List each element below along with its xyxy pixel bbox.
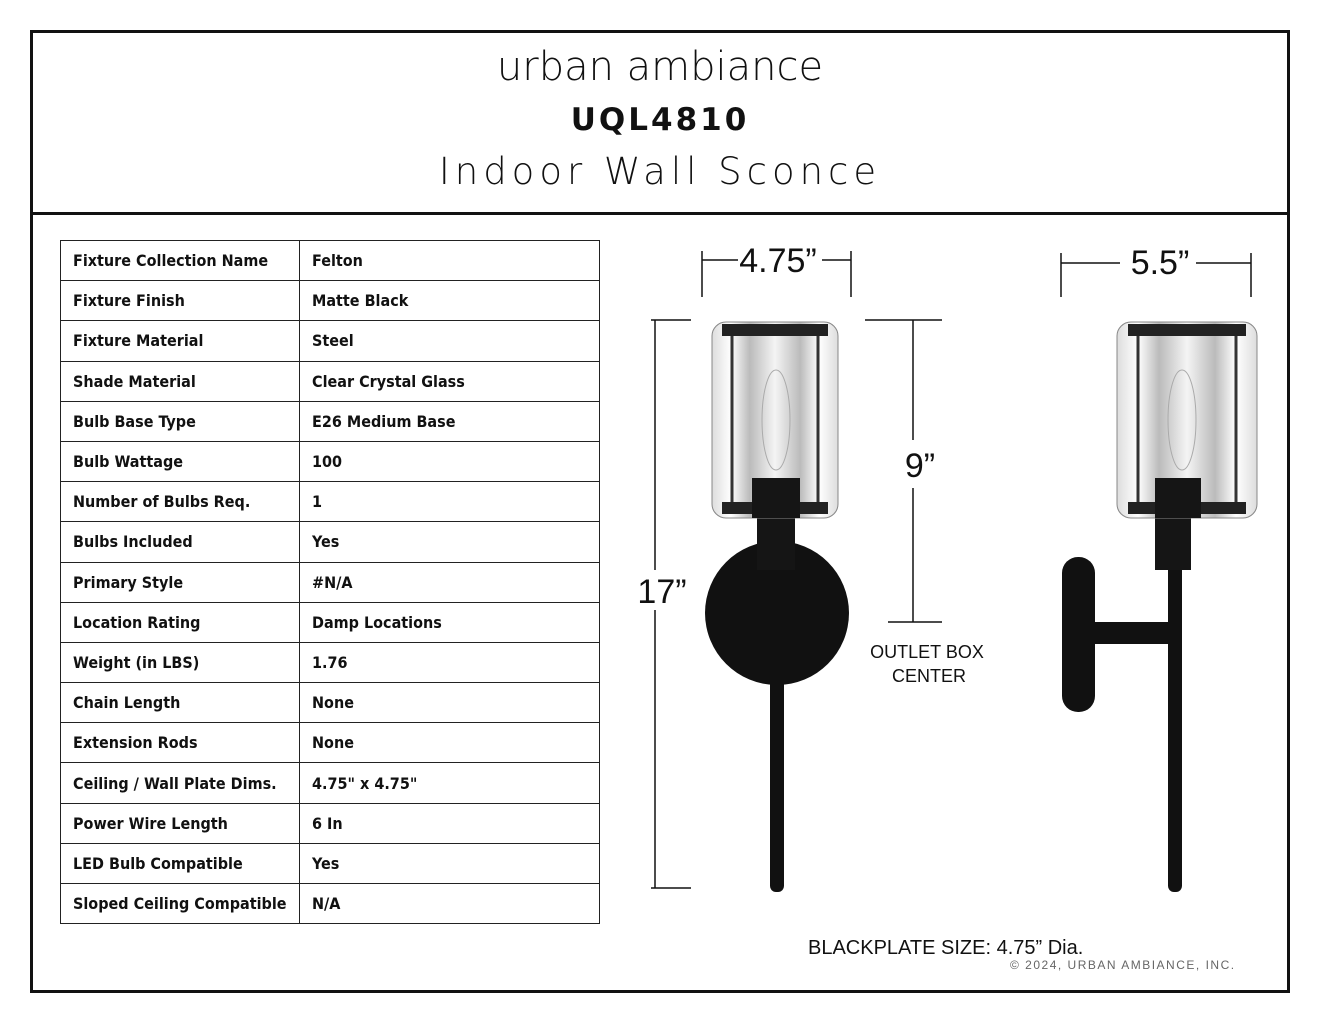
spec-value: 4.75" x 4.75": [299, 762, 600, 804]
spec-value: E26 Medium Base: [299, 400, 600, 442]
copyright: © 2024, URBAN AMBIANCE, INC.: [1010, 958, 1236, 972]
spec-label: Bulb Wattage: [60, 440, 300, 483]
product-type: Indoor Wall Sconce: [438, 150, 882, 193]
outlet-label: OUTLET BOX: [870, 642, 984, 662]
spec-label: Bulbs Included: [60, 521, 300, 563]
outlet-label-2: CENTER: [892, 666, 966, 686]
spec-value: N/A: [299, 882, 600, 925]
page-border: [30, 30, 1290, 993]
spec-label: Fixture Finish: [60, 280, 300, 322]
spec-row: Ceiling / Wall Plate Dims.4.75" x 4.75": [60, 762, 600, 804]
spec-value: Yes: [299, 842, 600, 885]
spec-value: Damp Locations: [299, 601, 600, 643]
spec-label: Sloped Ceiling Compatible: [60, 882, 300, 925]
spec-value: Yes: [299, 521, 600, 563]
spec-value: Matte Black: [299, 280, 600, 322]
header-divider: [30, 212, 1290, 215]
spec-value: 100: [299, 440, 600, 483]
front-width-label: 4.75”: [739, 242, 817, 280]
spec-label: Ceiling / Wall Plate Dims.: [60, 762, 300, 804]
spec-value: Steel: [299, 320, 600, 362]
spec-label: Primary Style: [60, 561, 300, 603]
spec-row: Weight (in LBS)1.76: [60, 641, 600, 684]
front-view-fixture: [705, 321, 849, 892]
spec-label: Fixture Material: [60, 320, 300, 362]
spec-value: None: [299, 682, 600, 724]
spec-label: Location Rating: [60, 601, 300, 643]
side-width-label: 5.5”: [1131, 244, 1190, 282]
brand-logo: urban ambiance: [496, 44, 824, 90]
spec-value: 1: [299, 481, 600, 523]
outlet-height-label: 9”: [905, 447, 935, 485]
spec-value: None: [299, 722, 600, 764]
spec-label: Weight (in LBS): [60, 641, 300, 684]
model-number: UQL4810: [570, 102, 750, 138]
spec-row: Primary Style#N/A: [60, 561, 600, 603]
dimension-lines: [651, 251, 1252, 889]
backplate-size: BLACKPLATE SIZE: 4.75” Dia.: [808, 937, 1084, 959]
spec-value: 1.76: [299, 641, 600, 684]
side-view-fixture: [1062, 321, 1258, 892]
overall-height-label: 17”: [637, 573, 686, 611]
spec-value: Clear Crystal Glass: [299, 360, 600, 402]
